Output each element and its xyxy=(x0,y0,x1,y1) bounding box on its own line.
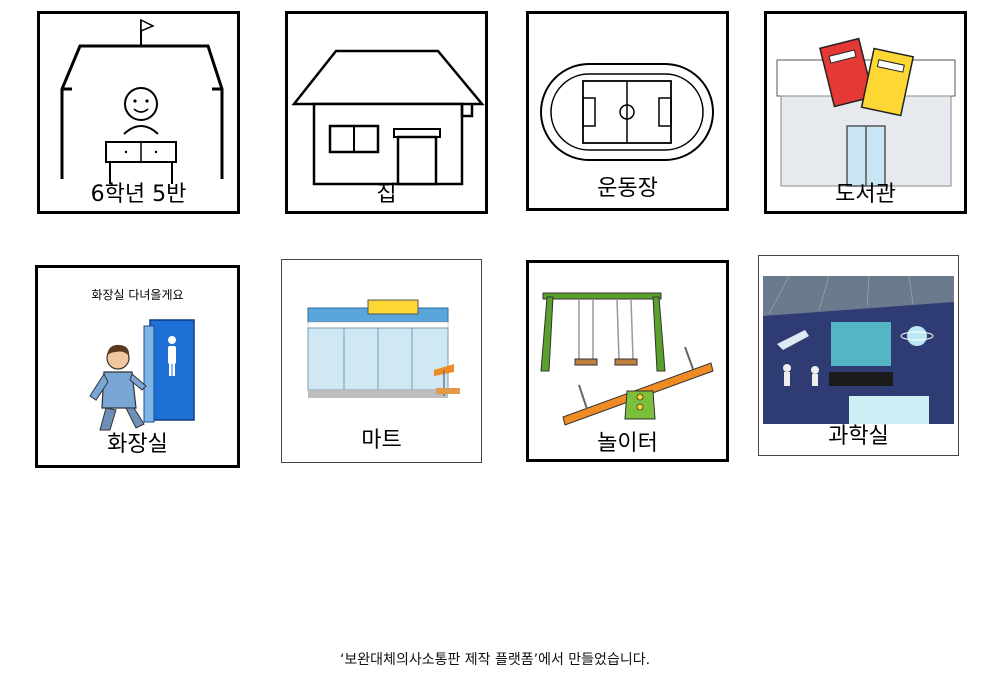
house-icon xyxy=(291,49,485,186)
card-caption: 화장실 다녀올게요 xyxy=(91,288,184,302)
card-mart[interactable]: 마트 xyxy=(281,259,482,463)
card-label: 화장실 xyxy=(107,432,168,457)
card-playground-equipment[interactable]: 놀이터 xyxy=(526,260,729,462)
card-class-6-5[interactable]: 6학년 5반 xyxy=(37,11,240,214)
card-label: 6학년 5반 xyxy=(90,182,187,207)
card-label: 과학실 xyxy=(828,424,889,449)
stadium-icon xyxy=(540,63,714,161)
library-books-icon xyxy=(776,37,956,187)
card-library[interactable]: 도서관 xyxy=(764,11,967,214)
card-label: 놀이터 xyxy=(597,431,658,456)
convenience-store-icon xyxy=(307,299,460,398)
card-label: 집 xyxy=(376,182,397,207)
card-label: 운동장 xyxy=(597,176,658,201)
swing-seesaw-icon xyxy=(540,292,714,426)
card-label: 마트 xyxy=(361,428,402,453)
card-home[interactable]: 집 xyxy=(285,11,488,214)
school-classroom-icon xyxy=(60,18,224,184)
card-label: 도서관 xyxy=(835,182,896,207)
card-science-room[interactable]: 과학실 xyxy=(758,255,959,456)
restroom-person-icon xyxy=(89,319,195,431)
science-room-icon xyxy=(763,275,954,424)
footer-credit: ‘보완대체의사소통판 제작 플랫폼’에서 만들었습니다. xyxy=(339,652,651,668)
card-restroom[interactable]: 화장실 다녀올게요 화장실 xyxy=(35,265,240,468)
card-playground[interactable]: 운동장 xyxy=(526,11,729,211)
